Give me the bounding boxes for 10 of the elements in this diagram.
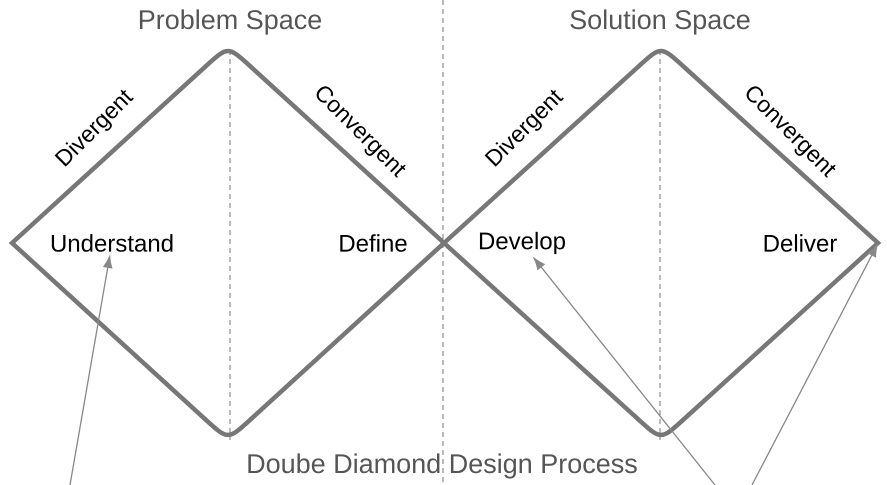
stage-label: Define	[340, 234, 407, 252]
arrow	[751, 244, 878, 485]
stage-label: Develop	[480, 232, 565, 254]
arrow	[534, 258, 716, 485]
stage-label: Deliver	[764, 234, 837, 252]
caption: Doube Diamond Design Process	[248, 453, 637, 479]
arrow	[69, 256, 112, 485]
space-heading: Solution Space	[570, 9, 750, 35]
stage-label: Understand	[52, 234, 172, 252]
space-heading: Problem Space	[140, 9, 322, 35]
